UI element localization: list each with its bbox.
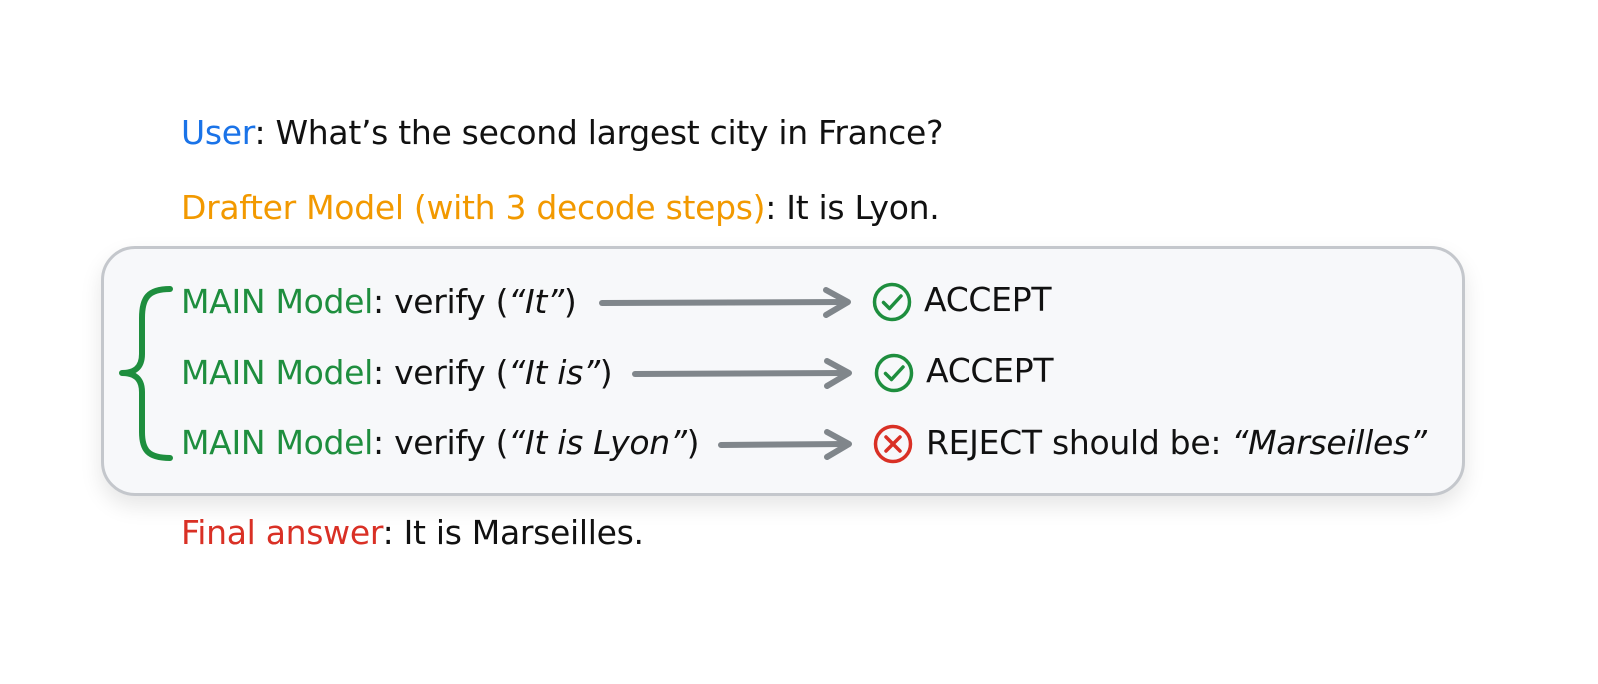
status-accept-1: ACCEPT [924, 280, 1052, 319]
user-speaker-label: User [181, 113, 255, 152]
final-speaker-label: Final answer [181, 513, 383, 552]
arrow-icon [632, 358, 852, 389]
user-separator: : [254, 113, 276, 152]
check-circle-icon [874, 353, 914, 393]
status-accept-2: ACCEPT [926, 351, 1054, 390]
verify-quoted-text: “It is” [508, 353, 600, 392]
x-circle-icon [873, 424, 913, 464]
main-model-label: MAIN Model [181, 353, 374, 392]
row-separator: : [373, 423, 395, 462]
final-line: Final answer: It is Marseilles. [181, 513, 644, 553]
user-question: What’s the second largest city in France… [275, 113, 944, 152]
row-separator: : [373, 353, 395, 392]
verify-close-paren: ) [686, 423, 700, 462]
verify-row-3: MAIN Model: verify (“It is Lyon”) [181, 423, 699, 463]
final-answer: It is Marseilles. [403, 513, 644, 552]
check-circle-icon [872, 282, 912, 322]
verify-verb: verify ( [394, 423, 509, 462]
curly-brace-icon [119, 286, 173, 461]
drafter-answer: It is Lyon. [786, 188, 940, 227]
drafter-line: Drafter Model (with 3 decode steps): It … [181, 188, 940, 228]
verify-quoted-text: “It” [508, 282, 564, 321]
verify-close-paren: ) [563, 282, 577, 321]
reject-label: REJECT should be: [926, 423, 1232, 462]
drafter-speaker-label: Drafter Model (with 3 decode steps) [181, 188, 766, 227]
drafter-separator: : [765, 188, 787, 227]
correction-text: “Marseilles” [1231, 423, 1427, 462]
verify-verb: verify ( [394, 282, 509, 321]
verify-row-2: MAIN Model: verify (“It is”) [181, 353, 613, 393]
main-model-label: MAIN Model [181, 423, 374, 462]
verify-close-paren: ) [599, 353, 613, 392]
arrow-icon [599, 287, 851, 318]
status-reject: REJECT should be: “Marseilles” [926, 423, 1427, 463]
verify-quoted-text: “It is Lyon” [508, 423, 687, 462]
verify-row-1: MAIN Model: verify (“It”) [181, 282, 577, 322]
verify-verb: verify ( [394, 353, 509, 392]
final-separator: : [382, 513, 404, 552]
row-separator: : [373, 282, 395, 321]
user-line: User: What’s the second largest city in … [181, 113, 944, 153]
arrow-icon [718, 429, 852, 460]
main-model-label: MAIN Model [181, 282, 374, 321]
